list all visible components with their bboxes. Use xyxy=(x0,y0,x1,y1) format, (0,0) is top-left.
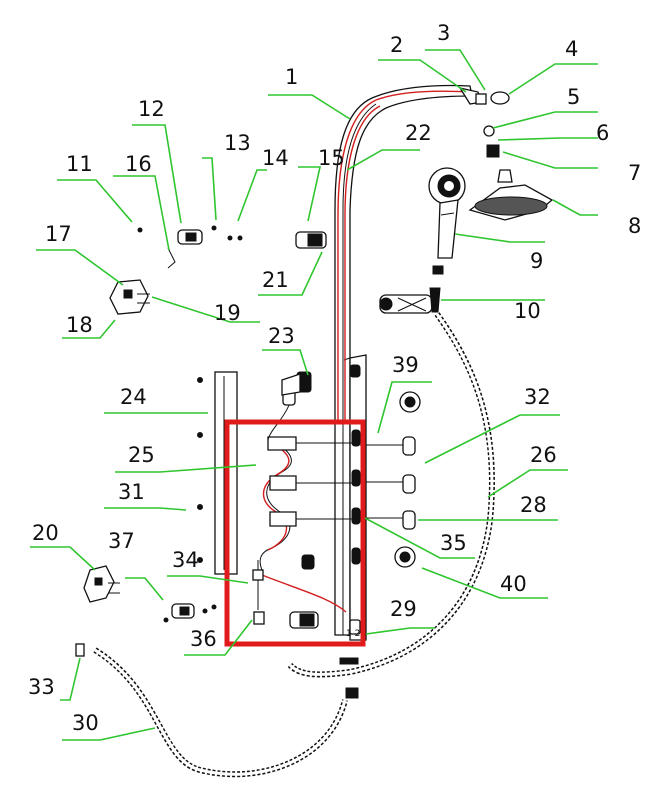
wall-anchor-upper xyxy=(177,229,203,245)
inlet-hose xyxy=(93,647,348,778)
callout-34: 34 xyxy=(172,548,199,572)
internal-pipework xyxy=(252,384,352,625)
wall-bracket-upper xyxy=(109,279,150,315)
callout-2: 2 xyxy=(390,33,403,57)
callout-28: 28 xyxy=(520,493,547,517)
callout-16: 16 xyxy=(125,152,152,176)
mounting-screws-left xyxy=(197,377,203,563)
callout-labels: 1 2 3 4 5 6 7 8 9 10 11 12 13 14 15 16 1… xyxy=(28,21,641,735)
wall-anchor-lower xyxy=(171,603,195,619)
leader-lines xyxy=(30,49,598,741)
body-jet-3 xyxy=(360,510,416,530)
callout-8: 8 xyxy=(628,214,641,238)
callout-33: 33 xyxy=(28,675,55,699)
callout-17: 17 xyxy=(45,222,72,246)
callout-35: 35 xyxy=(440,531,467,555)
callout-18: 18 xyxy=(66,313,93,337)
callout-9: 9 xyxy=(530,249,543,273)
hand-shower-holder xyxy=(379,287,441,314)
callout-15: 15 xyxy=(318,146,345,170)
highlight-box xyxy=(224,419,366,647)
callout-29: 29 xyxy=(390,597,417,621)
check-valve-upper xyxy=(295,231,327,249)
callout-3: 3 xyxy=(437,21,450,45)
callout-20: 20 xyxy=(32,521,59,545)
callout-30: 30 xyxy=(72,711,99,735)
top-outlet-elbow xyxy=(281,371,312,396)
body-jet-2 xyxy=(360,474,416,494)
small-screws xyxy=(137,225,243,623)
wall-bracket-lower xyxy=(83,565,120,603)
diverter-knob xyxy=(399,391,421,413)
washer xyxy=(483,125,495,137)
callout-21: 21 xyxy=(262,268,289,292)
callout-6: 6 xyxy=(596,121,609,145)
callout-22: 22 xyxy=(405,121,432,145)
callout-24: 24 xyxy=(120,385,147,409)
callout-32: 32 xyxy=(524,385,551,409)
nut xyxy=(486,144,500,158)
hex-key xyxy=(167,247,176,269)
callout-26: 26 xyxy=(530,443,557,467)
rain-shower-head xyxy=(468,169,554,221)
callout-11: 11 xyxy=(66,152,93,176)
volume-knob xyxy=(394,546,416,568)
callout-7: 7 xyxy=(628,161,641,185)
callout-31: 31 xyxy=(118,480,145,504)
callout-1: 1 xyxy=(285,65,298,89)
callout-39: 39 xyxy=(392,353,419,377)
callout-5: 5 xyxy=(567,85,580,109)
callout-4: 4 xyxy=(565,37,578,61)
hose-filter-washer xyxy=(75,643,359,699)
callout-14: 14 xyxy=(262,146,289,170)
callout-36: 36 xyxy=(190,627,217,651)
shower-arm-cap xyxy=(490,91,510,105)
callout-37: 37 xyxy=(108,529,135,553)
svg-text:1 2: 1 2 xyxy=(346,629,360,639)
check-valve-lower xyxy=(289,611,319,629)
hand-shower xyxy=(428,167,466,275)
body-jet-1 xyxy=(360,436,416,456)
callout-19: 19 xyxy=(214,301,241,325)
callout-23: 23 xyxy=(268,324,295,348)
callout-10: 10 xyxy=(514,299,541,323)
callout-40: 40 xyxy=(500,572,527,596)
callout-25: 25 xyxy=(128,443,155,467)
callout-12: 12 xyxy=(138,97,165,121)
callout-13: 13 xyxy=(224,131,251,155)
